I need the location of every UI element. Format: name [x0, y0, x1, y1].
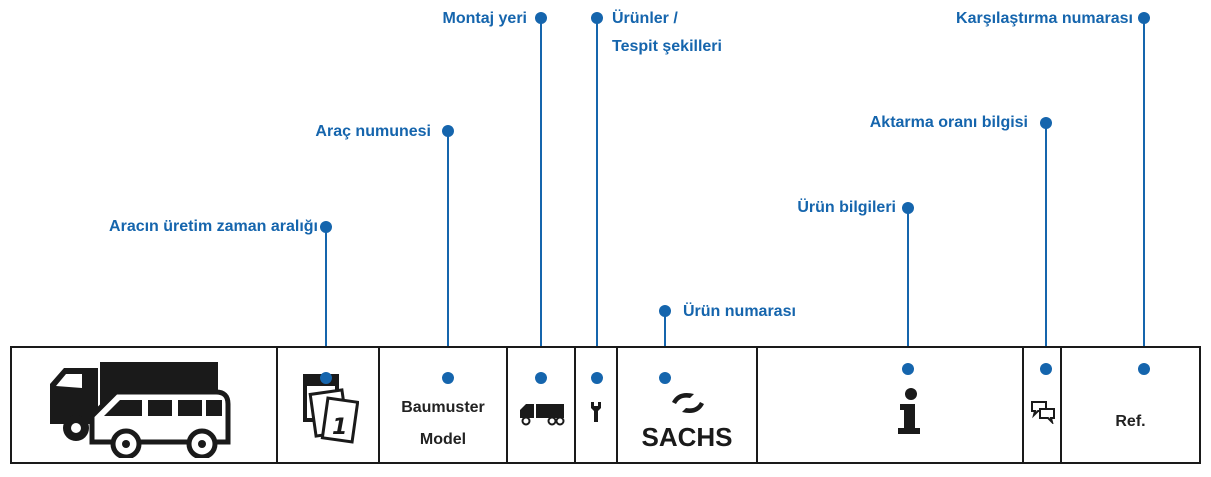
cell-comparison-number: Ref.	[1062, 348, 1199, 462]
dot-vehicle-sample	[442, 125, 454, 137]
cell-vehicle	[12, 348, 278, 462]
dot-bottom-comparison-number	[1138, 363, 1150, 375]
dot-product-info	[902, 202, 914, 214]
info-icon	[898, 388, 920, 434]
leader-vehicle-sample	[447, 131, 449, 377]
cell-products	[576, 348, 618, 462]
dot-production-period	[320, 221, 332, 233]
calendar-icon: 1	[303, 374, 359, 444]
sachs-logo-icon	[672, 393, 704, 413]
callout-vehicle-sample: Araç numunesi	[315, 123, 431, 140]
baumuster-label: Baumuster	[401, 399, 485, 416]
dot-bottom-production-period	[320, 372, 332, 384]
callout-mounting-location: Montaj yeri	[442, 10, 527, 27]
dot-comparison-number	[1138, 12, 1150, 24]
dot-bottom-product-info	[902, 363, 914, 375]
cell-product-info	[758, 348, 1024, 462]
callout-product-number: Ürün numarası	[683, 303, 796, 320]
callout-transmission-ratio: Aktarma oranı bilgisi	[869, 114, 1028, 131]
sachs-brand-text: SACHS	[641, 422, 733, 452]
dot-bottom-vehicle-sample	[442, 372, 454, 384]
callout-products-line1: Ürünler /	[612, 10, 678, 27]
ref-label: Ref.	[1115, 413, 1146, 430]
cell-transmission-ratio	[1024, 348, 1062, 462]
catalog-header-bar: 1 Baumuster Model SACHS	[10, 346, 1201, 464]
dot-products	[591, 12, 603, 24]
dot-bottom-mounting-location	[535, 372, 547, 384]
chat-bubbles-icon	[1031, 401, 1055, 424]
svg-text:1: 1	[332, 415, 347, 440]
callout-products-line2: Tespit şekilleri	[612, 38, 722, 55]
cell-production-period: 1	[278, 348, 380, 462]
model-label: Model	[419, 431, 467, 448]
callout-production-period: Aracın üretim zaman aralığı	[109, 218, 318, 235]
wrench-icon	[591, 402, 601, 422]
dot-bottom-product-number	[659, 372, 671, 384]
truck-position-icon	[520, 404, 565, 426]
leader-transmission-ratio	[1045, 123, 1047, 368]
leader-production-period	[325, 227, 327, 377]
dot-mounting-location	[535, 12, 547, 24]
dot-product-number	[659, 305, 671, 317]
leader-comparison-number	[1143, 18, 1145, 368]
cell-vehicle-sample: Baumuster Model	[380, 348, 508, 462]
dot-transmission-ratio	[1040, 117, 1052, 129]
leader-product-number	[664, 311, 666, 377]
truck-and-van-icon	[50, 362, 231, 458]
cell-mounting-location	[508, 348, 576, 462]
dot-bottom-transmission-ratio	[1040, 363, 1052, 375]
dot-bottom-products	[591, 372, 603, 384]
leader-mounting-location	[540, 18, 542, 377]
callout-comparison-number: Karşılaştırma numarası	[956, 10, 1133, 27]
leader-products	[596, 18, 598, 377]
cell-product-number: SACHS	[618, 348, 758, 462]
leader-product-info	[907, 208, 909, 368]
callout-product-info: Ürün bilgileri	[797, 199, 896, 216]
